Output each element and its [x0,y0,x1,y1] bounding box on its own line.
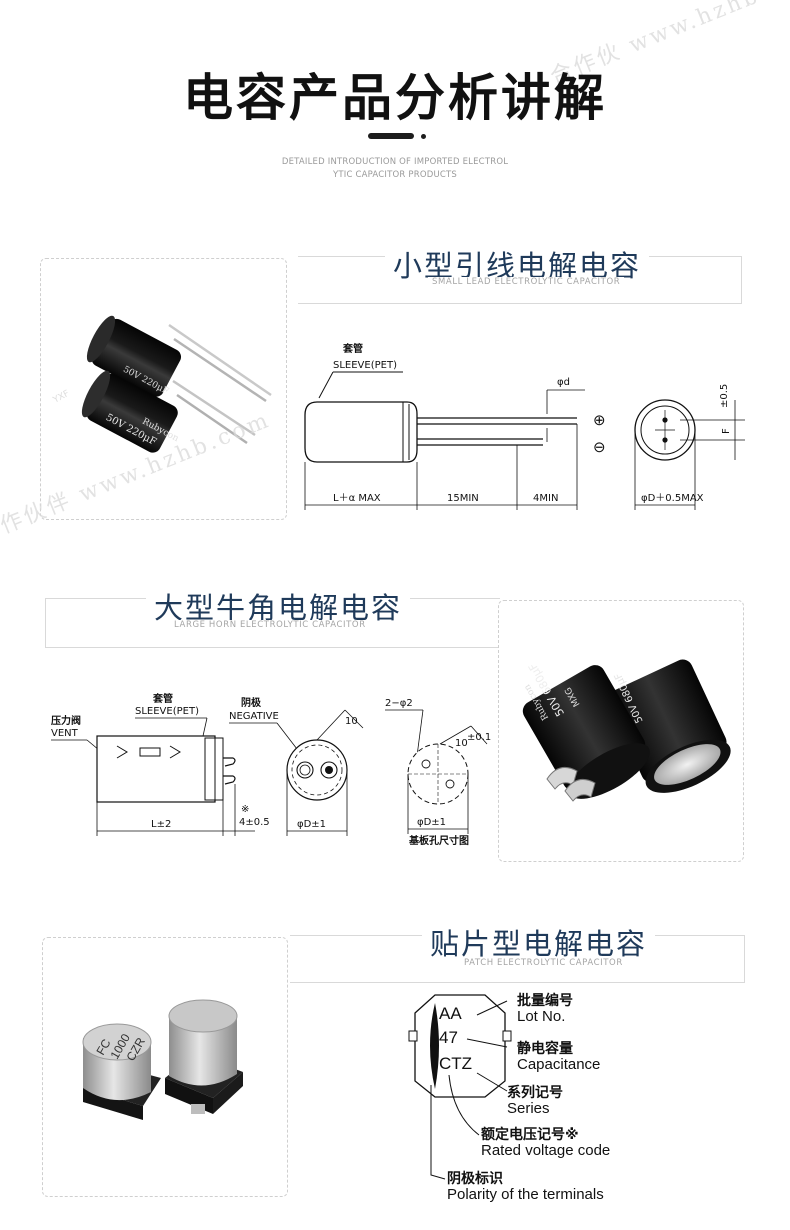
polarity-en-label: Polarity of the terminals [447,1186,604,1203]
horn-dim-10-label: 10 [345,716,358,727]
section1-subtitle: SMALL LEAD ELECTROLYTIC CAPACITOR [428,277,625,287]
section1-title: 小型引线电解电容 [385,243,650,285]
capacitance-cn-label: 静电容量 [517,1040,573,1057]
title-underline-dot [421,134,426,139]
chip-ctz-text: CTZ [439,1054,472,1073]
page-title: 电容产品分析讲解 [183,69,607,127]
dim-l-label: L＋α MAX [333,493,381,504]
page-subtitle: DETAILED INTRODUCTION OF IMPORTED ELECTR… [0,156,790,182]
lot-en-label: Lot No. [517,1008,565,1025]
phi-d-label: φd [557,377,570,388]
negative-cn-label: 阴极 [241,696,262,709]
section3-subtitle: PATCH ELECTROLYTIC CAPACITOR [460,958,627,968]
lot-cn-label: 批量编号 [517,992,573,1009]
section1-photo-card: 50V 220μF 50V 220μF Rubycon YXF [40,258,287,520]
horn-dim-4-label: 4±0.5 [239,817,270,828]
horn-sleeve-cn-label: 套管 [152,692,173,705]
section2-subtitle: LARGE HORN ELECTROLYTIC CAPACITOR [170,620,370,630]
minus-symbol: ⊖ [593,439,606,456]
sleeve-en-label: SLEEVE(PET) [333,360,397,371]
section3-photo-card: FC 1000 CZR [42,937,288,1197]
vent-cn-label: 压力阀 [51,714,81,727]
negative-en-label: NEGATIVE [229,711,279,722]
dim-d-label: φD＋0.5MAX [641,493,704,504]
smd-marking-diagram: AA 47 CTZ 批量编号 Lot No. 静电容量 Capacitance … [408,992,610,1203]
voltage-en-label: Rated voltage code [481,1142,610,1159]
capacitance-en-label: Capacitance [517,1056,600,1073]
note-mark: ※ [241,804,249,815]
smd-capacitor-photo: FC 1000 CZR [82,999,243,1120]
pcb-dim-10-label: 10 [455,738,468,749]
polarity-cn-label: 阴极标识 [447,1170,503,1187]
pcb-dim-sup-label: ±0.1 [467,732,491,743]
horn-sleeve-en-label: SLEEVE(PET) [135,706,199,717]
horn-dim-d-label: φD±1 [297,819,326,830]
series-cn-label: 系列记号 [507,1084,563,1101]
page-subtitle-line1: DETAILED INTRODUCTION OF IMPORTED ELECTR… [281,157,509,167]
pcb-caption: 基板孔尺寸图 [408,834,469,847]
series-en-label: Series [507,1100,550,1117]
small-lead-dimension-diagram: 套管 SLEEVE(PET) φd ⊕ ⊖ L＋α MAX 15MIN 4MIN… [304,342,745,510]
title-underline-bar [368,133,414,139]
large-horn-capacitor-photo: 50V 680μF 50V 680μF MXG Rubycon [522,659,731,802]
horn-dim-l-label: L±2 [151,819,171,830]
large-horn-dimension-diagram: 压力阀 VENT 套管 SLEEVE(PET) L±2 ※ 4±0.5 阴极 N… [51,692,491,847]
pcb-dim-d-label: φD±1 [417,817,446,828]
f-label: F [721,428,732,434]
chip-47-text: 47 [439,1028,458,1047]
dim-15min-label: 15MIN [447,493,479,504]
f-tolerance-label: ±0.5 [719,384,730,408]
voltage-cn-label: 额定电压记号※ [481,1126,579,1143]
page-subtitle-line2: YTIC CAPACITOR PRODUCTS [332,170,458,180]
plus-symbol: ⊕ [593,412,606,429]
chip-aa-text: AA [439,1004,462,1023]
photo-text-series: YXF [51,389,71,406]
sleeve-cn-label: 套管 [342,342,363,355]
section3-title: 贴片型电解电容 [422,921,656,963]
dim-4min-label: 4MIN [533,493,558,504]
section2-photo-card: 50V 680μF 50V 680μF MXG Rubycon [498,600,744,862]
vent-en-label: VENT [51,728,79,739]
small-lead-capacitor-photo: 50V 220μF 50V 220μF Rubycon YXF [51,315,272,453]
holes-label: 2−φ2 [385,698,413,709]
